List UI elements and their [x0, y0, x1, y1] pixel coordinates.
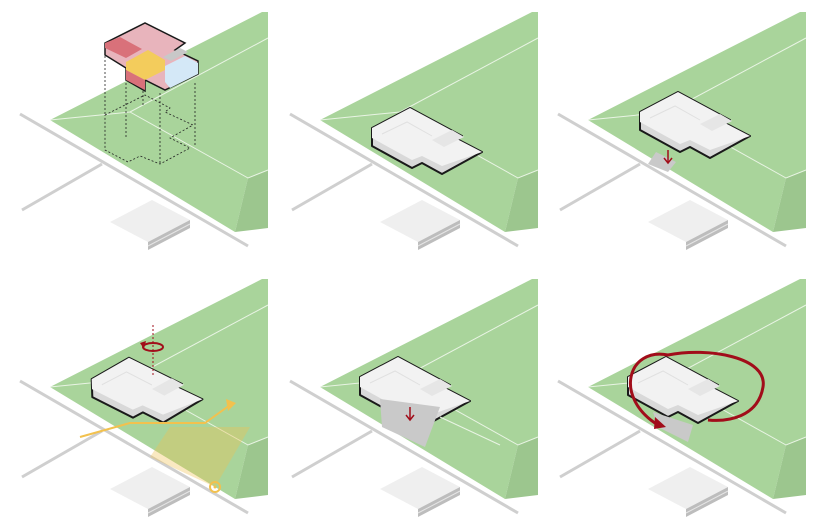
site-slope [773, 170, 806, 232]
arrow-down-icon [663, 150, 673, 165]
rotation-arrow-icon [140, 325, 164, 377]
road-edge [291, 162, 373, 212]
arrow-down-icon [405, 407, 415, 422]
entrance-forecourt [653, 412, 693, 442]
step-line [417, 490, 461, 514]
step-line [147, 490, 191, 514]
paved-pad [380, 200, 460, 242]
road-edge [21, 162, 103, 212]
site-slope [773, 437, 806, 499]
paved-pad [648, 200, 728, 242]
road-edge [19, 379, 249, 515]
building-mass [371, 107, 483, 175]
paved-pad [110, 467, 190, 509]
program-volumes [104, 22, 199, 165]
view-cone [79, 399, 250, 493]
road-edge [557, 379, 787, 515]
site-slope [235, 170, 268, 232]
entrance-forecourt [648, 152, 676, 172]
road-edge [559, 162, 641, 212]
step-line [685, 490, 729, 514]
diagram-panel-2 [289, 12, 539, 250]
diagram-panel-5 [289, 279, 539, 517]
step-line [685, 223, 729, 247]
road-edge [557, 112, 787, 248]
paved-pad [380, 467, 460, 509]
step-line [147, 223, 191, 247]
road-edge [21, 429, 103, 479]
step-line [417, 223, 461, 247]
site-slope [235, 437, 268, 499]
paved-pad [110, 200, 190, 242]
site-slope [505, 170, 538, 232]
building-mass [90, 356, 204, 424]
site-line [129, 111, 269, 179]
building-mass [639, 91, 751, 159]
diagram-panel-6 [557, 279, 807, 517]
road-edge [289, 112, 519, 248]
wrapping-arrow-icon [629, 350, 765, 427]
landscape-line [439, 416, 501, 446]
building-mass [627, 356, 739, 424]
entrance-forecourt [380, 399, 440, 447]
paved-pad [648, 467, 728, 509]
road-edge [289, 379, 519, 515]
diagram-panel-1 [19, 12, 269, 250]
road-edge [291, 429, 373, 479]
road-edge [559, 429, 641, 479]
site-slope [505, 437, 538, 499]
road-edge [19, 112, 249, 248]
diagram-panel-3 [557, 12, 807, 250]
diagram-panel-4 [19, 279, 269, 517]
